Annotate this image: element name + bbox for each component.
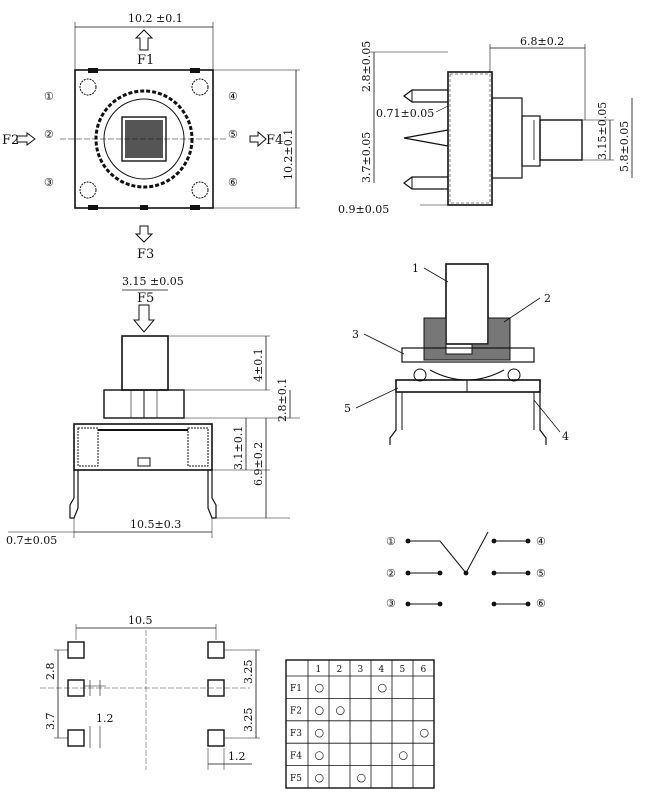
table-contact-mark: ○ xyxy=(315,771,325,784)
callout-2: 2 xyxy=(544,292,551,305)
circuit-pin-1: ① xyxy=(386,535,396,548)
callout-4: 4 xyxy=(562,430,569,443)
table-contact-mark: ○ xyxy=(399,748,409,761)
table-contact-mark: ○ xyxy=(315,704,325,717)
circuit-pin-3: ③ xyxy=(386,597,396,610)
force-label-f4: F4 xyxy=(266,133,283,148)
side-dim-total: 5.8±0.05 xyxy=(618,121,631,172)
force-label-f1: F1 xyxy=(137,53,154,68)
pcb-footprint: 10.5 2.8 3.7 3.25 3.25 1.2 1.2 xyxy=(40,614,260,770)
table-contact-mark: ○ xyxy=(315,726,325,739)
circuit-pin-5: ⑤ xyxy=(536,567,546,580)
table-contact-mark: ○ xyxy=(378,681,388,694)
front-dim-leg: 0.7±0.05 xyxy=(6,534,57,547)
pin-number-5: ⑤ xyxy=(228,128,238,141)
pad-4 xyxy=(207,641,225,659)
pad-5 xyxy=(207,679,225,697)
side-dim-stem: 3.15±0.05 xyxy=(596,102,609,160)
table-column-header: 2 xyxy=(337,665,343,675)
side-view: 6.8±0.2 2.8±0.05 3.7±0.05 0.71±0.05 0.9±… xyxy=(338,35,633,216)
front-body xyxy=(73,423,213,471)
top-view: 10.2 ±0.1 F1 10.2±0.1 F2 F4 xyxy=(2,12,300,262)
pad-6 xyxy=(207,729,225,747)
front-dim-total: 6.9±0.2 xyxy=(252,442,265,486)
table-row-label: F2 xyxy=(290,707,302,717)
footprint-dim-pad-inner: 1.2 xyxy=(96,712,114,725)
footprint-dim-pad-outer: 1.2 xyxy=(228,750,246,763)
pin-number-4: ④ xyxy=(228,90,238,103)
circuit-pin-6: ⑥ xyxy=(536,597,546,610)
footprint-dim-right-top: 3.25 xyxy=(242,660,255,685)
top-dim-height: 10.2±0.1 xyxy=(282,129,295,180)
pin-number-1: ① xyxy=(44,90,54,103)
table-contact-mark: ○ xyxy=(315,681,325,694)
top-dim-width: 10.2 ±0.1 xyxy=(128,12,183,25)
side-dim-width: 6.8±0.2 xyxy=(520,35,564,48)
pin-number-2: ② xyxy=(44,128,54,141)
pad-1 xyxy=(67,641,85,659)
truth-table: 1 2 3 4 5 6F1 ○ ○ F2 ○ ○ F3 ○ ○ F4 ○ ○ F5 ○ ○ xyxy=(285,659,435,789)
table-contact-mark: ○ xyxy=(357,771,367,784)
table-column-header: 6 xyxy=(421,665,427,675)
front-dim-mid: 2.8±0.1 xyxy=(276,378,289,422)
table-contact-mark: ○ xyxy=(336,704,346,717)
side-dim-pin: 0.71±0.05 xyxy=(376,107,434,120)
table-column-header: 1 xyxy=(316,665,322,675)
circuit-diagram: ① ② ③ ④ ⑤ ⑥ xyxy=(386,531,546,610)
table-row-label: F4 xyxy=(290,751,302,761)
footprint-dim-width: 10.5 xyxy=(128,614,153,627)
front-view: 3.15 ±0.05 F5 4±0.1 2.8±0.1 3.1±0.1 6.9± xyxy=(6,275,300,547)
front-dim-body: 3.1±0.1 xyxy=(232,426,245,470)
table-column-header: 5 xyxy=(400,665,406,675)
pin-number-3: ③ xyxy=(44,176,54,189)
force-label-f2: F2 xyxy=(2,133,19,148)
table-row-label: F5 xyxy=(290,774,302,784)
force-label-f5: F5 xyxy=(137,291,154,306)
front-dim-stem: 3.15 ±0.05 xyxy=(122,275,184,288)
side-body-outline xyxy=(447,71,493,206)
section-view: 1 2 3 4 5 xyxy=(344,262,569,445)
section-stem xyxy=(445,263,489,345)
table-column-header: 3 xyxy=(358,665,364,675)
pad-3 xyxy=(67,729,85,747)
side-dim-upper: 2.8±0.05 xyxy=(360,41,373,92)
footprint-dim-left-top: 2.8 xyxy=(44,663,57,681)
table-row-label: F3 xyxy=(290,729,302,739)
footprint-dim-left-bottom: 3.7 xyxy=(44,713,57,731)
side-dim-bottom: 0.9±0.05 xyxy=(338,203,389,216)
callout-5: 5 xyxy=(344,402,351,415)
callout-3: 3 xyxy=(352,328,359,341)
pin-number-6: ⑥ xyxy=(228,176,238,189)
circuit-pin-2: ② xyxy=(386,567,396,580)
table-column-header: 4 xyxy=(379,665,385,675)
footprint-dim-right-bottom: 3.25 xyxy=(242,708,255,733)
circuit-pin-4: ④ xyxy=(536,535,546,548)
front-stem xyxy=(121,335,169,391)
table-contact-mark: ○ xyxy=(420,726,430,739)
table-row-label: F1 xyxy=(290,684,302,694)
front-dim-stem-height: 4±0.1 xyxy=(252,348,265,382)
callout-1: 1 xyxy=(412,262,419,275)
force-label-f3: F3 xyxy=(137,247,154,262)
pad-2 xyxy=(67,679,85,697)
table-contact-mark: ○ xyxy=(315,748,325,761)
front-dim-width: 10.5±0.3 xyxy=(130,518,181,531)
side-dim-lower: 3.7±0.05 xyxy=(360,132,373,183)
side-stem xyxy=(539,119,583,161)
section-rubber-dome xyxy=(423,317,511,361)
